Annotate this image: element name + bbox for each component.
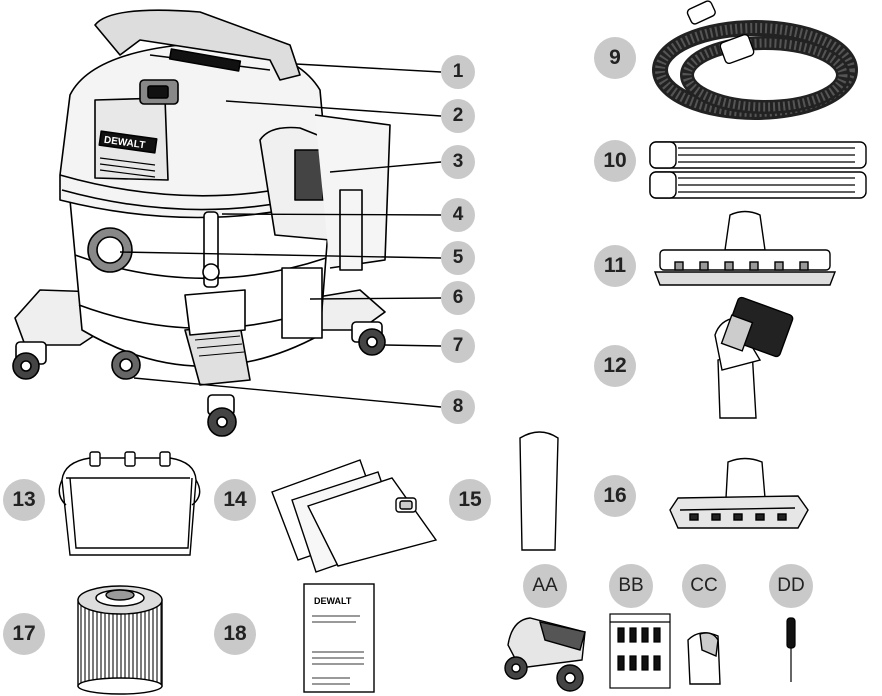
callout-aa: AA — [523, 564, 567, 608]
adapter — [687, 632, 721, 685]
callout-5: 5 — [441, 241, 475, 275]
callout-8: 8 — [441, 390, 475, 424]
callout-9: 9 — [594, 37, 636, 79]
callout-16: 16 — [594, 475, 636, 517]
callout-12: 12 — [594, 345, 636, 387]
callout-4: 4 — [441, 198, 475, 232]
callout-15: 15 — [449, 479, 491, 521]
callout-14: 14 — [214, 479, 256, 521]
callout-6: 6 — [441, 281, 475, 315]
dusting-brush — [714, 296, 794, 419]
utility-nozzle — [669, 457, 809, 529]
foam-filter-bag — [58, 451, 201, 556]
instruction-manual: DEWALT — [303, 583, 375, 693]
callout-17: 17 — [3, 613, 45, 655]
callout-cc: CC — [682, 564, 726, 608]
callout-10: 10 — [594, 140, 636, 182]
caster-wheel-right — [351, 321, 386, 356]
caster-wheel-left — [12, 341, 47, 380]
caster-assembly — [504, 617, 586, 692]
carry-handle — [94, 9, 301, 81]
wet-dry-vacuum: DEWALT — [12, 9, 391, 437]
callout-11: 11 — [594, 245, 636, 287]
callout-7: 7 — [441, 329, 475, 363]
manual-logo: DEWALT — [314, 596, 352, 606]
floor-nozzle — [653, 210, 837, 286]
caster-wheel-front — [207, 394, 237, 437]
callout-13: 13 — [3, 479, 45, 521]
callout-1: 1 — [441, 55, 475, 89]
screwdriver — [786, 617, 796, 682]
callout-2: 2 — [441, 99, 475, 133]
dust-bags — [271, 459, 438, 573]
callout-3: 3 — [441, 145, 475, 179]
leader-lines — [119, 63, 442, 408]
callout-bb: BB — [609, 564, 653, 608]
crevice-tool — [519, 431, 559, 551]
cartridge-filter — [77, 585, 163, 695]
callout-dd: DD — [769, 564, 813, 608]
extension-wands — [649, 141, 867, 199]
screws-packet — [609, 613, 671, 689]
callout-18: 18 — [214, 613, 256, 655]
hose — [652, 0, 858, 120]
